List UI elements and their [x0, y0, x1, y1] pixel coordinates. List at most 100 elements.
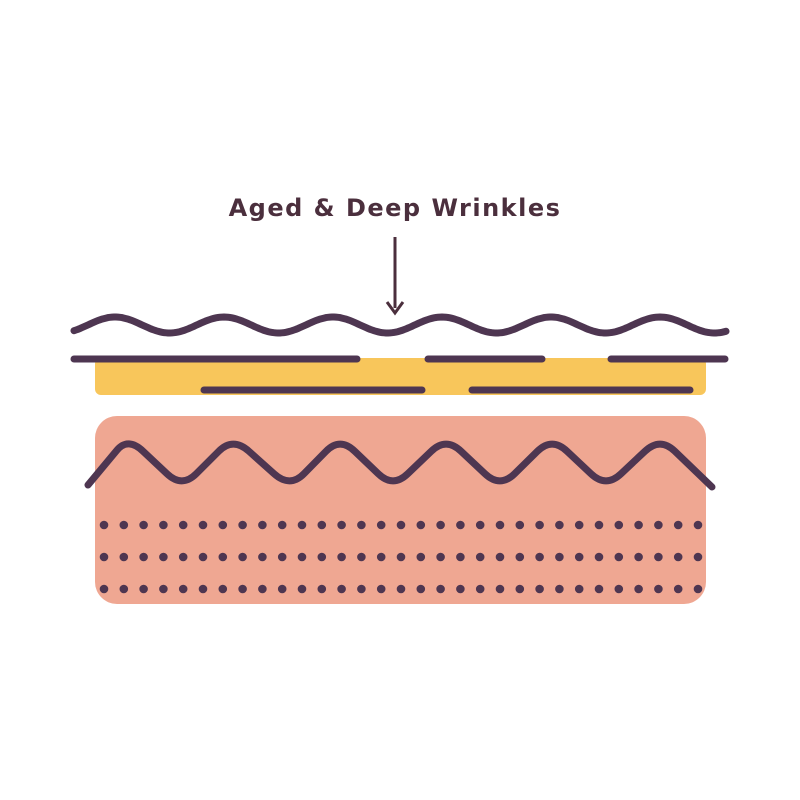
dermis-dot — [159, 520, 168, 530]
dermis-dot — [238, 584, 247, 594]
dermis-dot — [436, 520, 445, 530]
dermis-dot — [277, 584, 287, 594]
dermis-dot — [594, 520, 604, 530]
dermis-dot — [456, 552, 465, 562]
dermis-dot — [218, 552, 228, 562]
dermis-dot — [297, 584, 307, 594]
label-arrow — [385, 237, 405, 316]
dermis-dot — [99, 520, 109, 530]
dermis-dot — [495, 584, 505, 594]
dermis-dot — [495, 552, 505, 562]
dermis-dot — [574, 552, 584, 562]
dermis-dot — [535, 584, 544, 594]
dermis-dot — [317, 584, 327, 594]
dermis-dot — [515, 552, 525, 562]
dermis-dot — [178, 552, 188, 562]
dermis-dot — [337, 584, 346, 594]
dermis-dot — [178, 520, 188, 530]
dermis-dot — [357, 552, 366, 562]
dermis-dot — [139, 520, 148, 530]
dermis-dot — [198, 584, 208, 594]
dermis-dot — [693, 584, 703, 594]
dermis-dot — [178, 584, 188, 594]
dermis-dot — [614, 552, 624, 562]
dermis-dot — [654, 584, 663, 594]
dermis-dot — [218, 520, 228, 530]
dermis-dot — [475, 584, 485, 594]
deep-wrinkle-line — [84, 440, 716, 491]
dermis-dot — [535, 552, 544, 562]
dermis-dot — [317, 552, 327, 562]
dermis-dot — [297, 520, 307, 530]
dermis-dot — [634, 584, 643, 594]
dermis-dot — [654, 520, 663, 530]
dermis-dot — [198, 552, 208, 562]
dermis-dot — [258, 584, 267, 594]
dermis-dot — [416, 584, 426, 594]
dermis-dot — [614, 520, 624, 530]
dermis-dot — [159, 552, 168, 562]
dermis-dot — [357, 520, 366, 530]
dermis-dot — [337, 552, 346, 562]
dermis-dot — [258, 552, 267, 562]
dermis-dot — [535, 520, 544, 530]
dermis-dot — [456, 520, 465, 530]
dermis-dot — [119, 584, 129, 594]
dermis-dot — [693, 520, 703, 530]
dermis-dot — [198, 520, 208, 530]
dermis-dot — [634, 520, 643, 530]
dermis-dot — [555, 520, 564, 530]
dermis-dot — [376, 520, 386, 530]
dermis-layer — [95, 416, 706, 604]
dermis-dot — [416, 520, 426, 530]
dermis-dot — [337, 520, 346, 530]
dermis-dot — [139, 552, 148, 562]
dermis-dot — [139, 584, 148, 594]
dermis-dot — [634, 552, 643, 562]
dermis-dot — [574, 520, 584, 530]
dermis-dot — [119, 520, 129, 530]
dermis-dot — [396, 520, 406, 530]
dermis-dot — [436, 552, 445, 562]
surface-wrinkle-line — [70, 313, 730, 337]
diagram-label: Aged & Deep Wrinkles — [228, 194, 562, 222]
dermis-dot — [119, 552, 129, 562]
dermis-dot — [475, 552, 485, 562]
dermis-dot — [376, 584, 386, 594]
dermis-dot — [594, 552, 604, 562]
dermis-dot — [258, 520, 267, 530]
dermis-dot — [238, 552, 247, 562]
dermis-dot — [218, 584, 228, 594]
dermis-dot — [297, 552, 307, 562]
dermis-dot — [238, 520, 247, 530]
dermis-dot — [456, 584, 465, 594]
dermis-dot — [673, 552, 683, 562]
dermis-dot — [654, 552, 663, 562]
dermis-dot — [614, 584, 624, 594]
dermis-dot — [495, 520, 505, 530]
dermis-dot — [317, 520, 327, 530]
dermis-dot — [594, 584, 604, 594]
dermis-dot — [673, 584, 683, 594]
dermis-dot — [555, 552, 564, 562]
dermis-dot — [555, 584, 564, 594]
dermis-dot — [515, 520, 525, 530]
dermis-dot — [673, 520, 683, 530]
dermis-dot — [416, 552, 426, 562]
dermis-dot — [693, 552, 703, 562]
dermis-dot — [99, 552, 109, 562]
dermis-dot — [436, 584, 445, 594]
dermis-dot — [396, 552, 406, 562]
dermis-dot — [277, 520, 287, 530]
dermis-dot — [475, 520, 485, 530]
dermis-dot — [357, 584, 366, 594]
epidermis-layer — [95, 358, 706, 395]
dermis-dot — [277, 552, 287, 562]
dermis-dot — [159, 584, 168, 594]
dermis-dot — [574, 584, 584, 594]
dermis-dot — [376, 552, 386, 562]
dermis-dot — [99, 584, 109, 594]
dermis-dot — [515, 584, 525, 594]
